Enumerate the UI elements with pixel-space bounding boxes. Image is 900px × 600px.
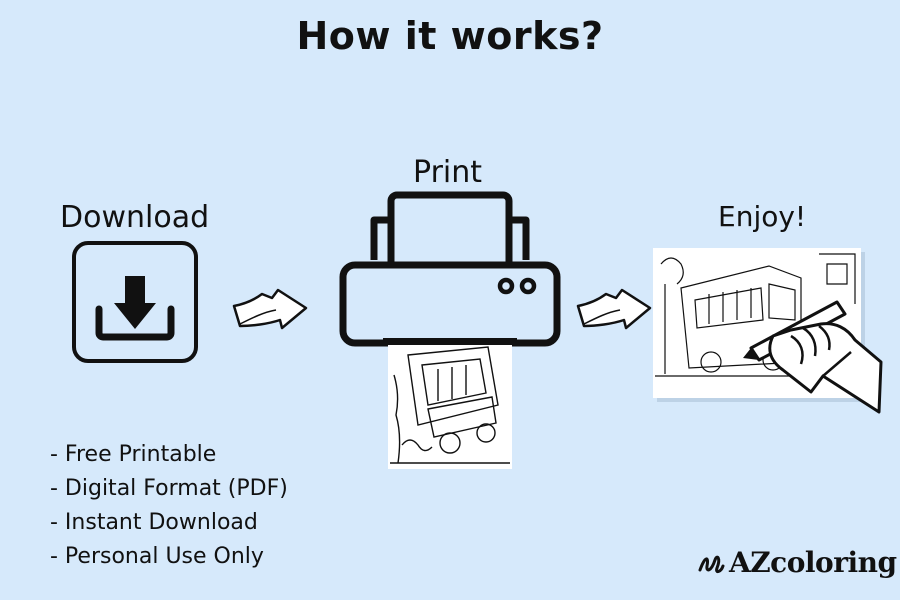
brand-logo-icon bbox=[698, 555, 725, 573]
feature-item: - Digital Format (PDF) bbox=[50, 476, 288, 501]
coloring-page-image bbox=[653, 248, 883, 414]
arrow-right-icon bbox=[232, 288, 308, 330]
brand-logo: AZcoloring bbox=[697, 546, 897, 579]
download-icon bbox=[72, 241, 198, 363]
feature-item: - Free Printable bbox=[50, 442, 217, 467]
printer-icon bbox=[339, 191, 561, 347]
step-label-print: Print bbox=[413, 155, 483, 190]
page-title: How it works? bbox=[296, 14, 604, 58]
printed-page-image bbox=[388, 345, 512, 469]
arrow-right-icon-2 bbox=[576, 288, 652, 330]
step-label-download: Download bbox=[60, 200, 210, 235]
feature-item: - Personal Use Only bbox=[50, 544, 264, 569]
hand-pencil-icon bbox=[743, 300, 883, 414]
brand-name: AZcoloring bbox=[729, 546, 897, 579]
feature-list: - Free Printable - Digital Format (PDF) … bbox=[50, 438, 288, 574]
step-label-enjoy: Enjoy! bbox=[718, 200, 807, 233]
feature-item: - Instant Download bbox=[50, 510, 258, 535]
